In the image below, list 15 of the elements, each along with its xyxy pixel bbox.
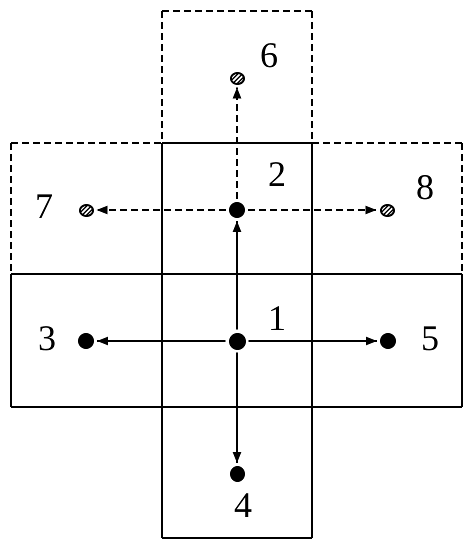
point-number: 3 xyxy=(38,320,56,356)
point-number: 6 xyxy=(260,37,278,73)
arrow xyxy=(232,221,242,330)
arrow xyxy=(97,336,226,346)
arrow xyxy=(232,352,242,463)
arrow xyxy=(248,206,376,214)
point-number: 1 xyxy=(268,300,286,336)
arrow xyxy=(232,88,242,199)
point-number: 2 xyxy=(268,156,286,192)
point-number: 4 xyxy=(234,487,252,523)
point-number: 7 xyxy=(35,188,53,224)
point-number: 5 xyxy=(421,320,439,356)
arrow xyxy=(248,336,377,346)
arrow xyxy=(96,206,226,214)
point-number: 8 xyxy=(416,169,434,205)
